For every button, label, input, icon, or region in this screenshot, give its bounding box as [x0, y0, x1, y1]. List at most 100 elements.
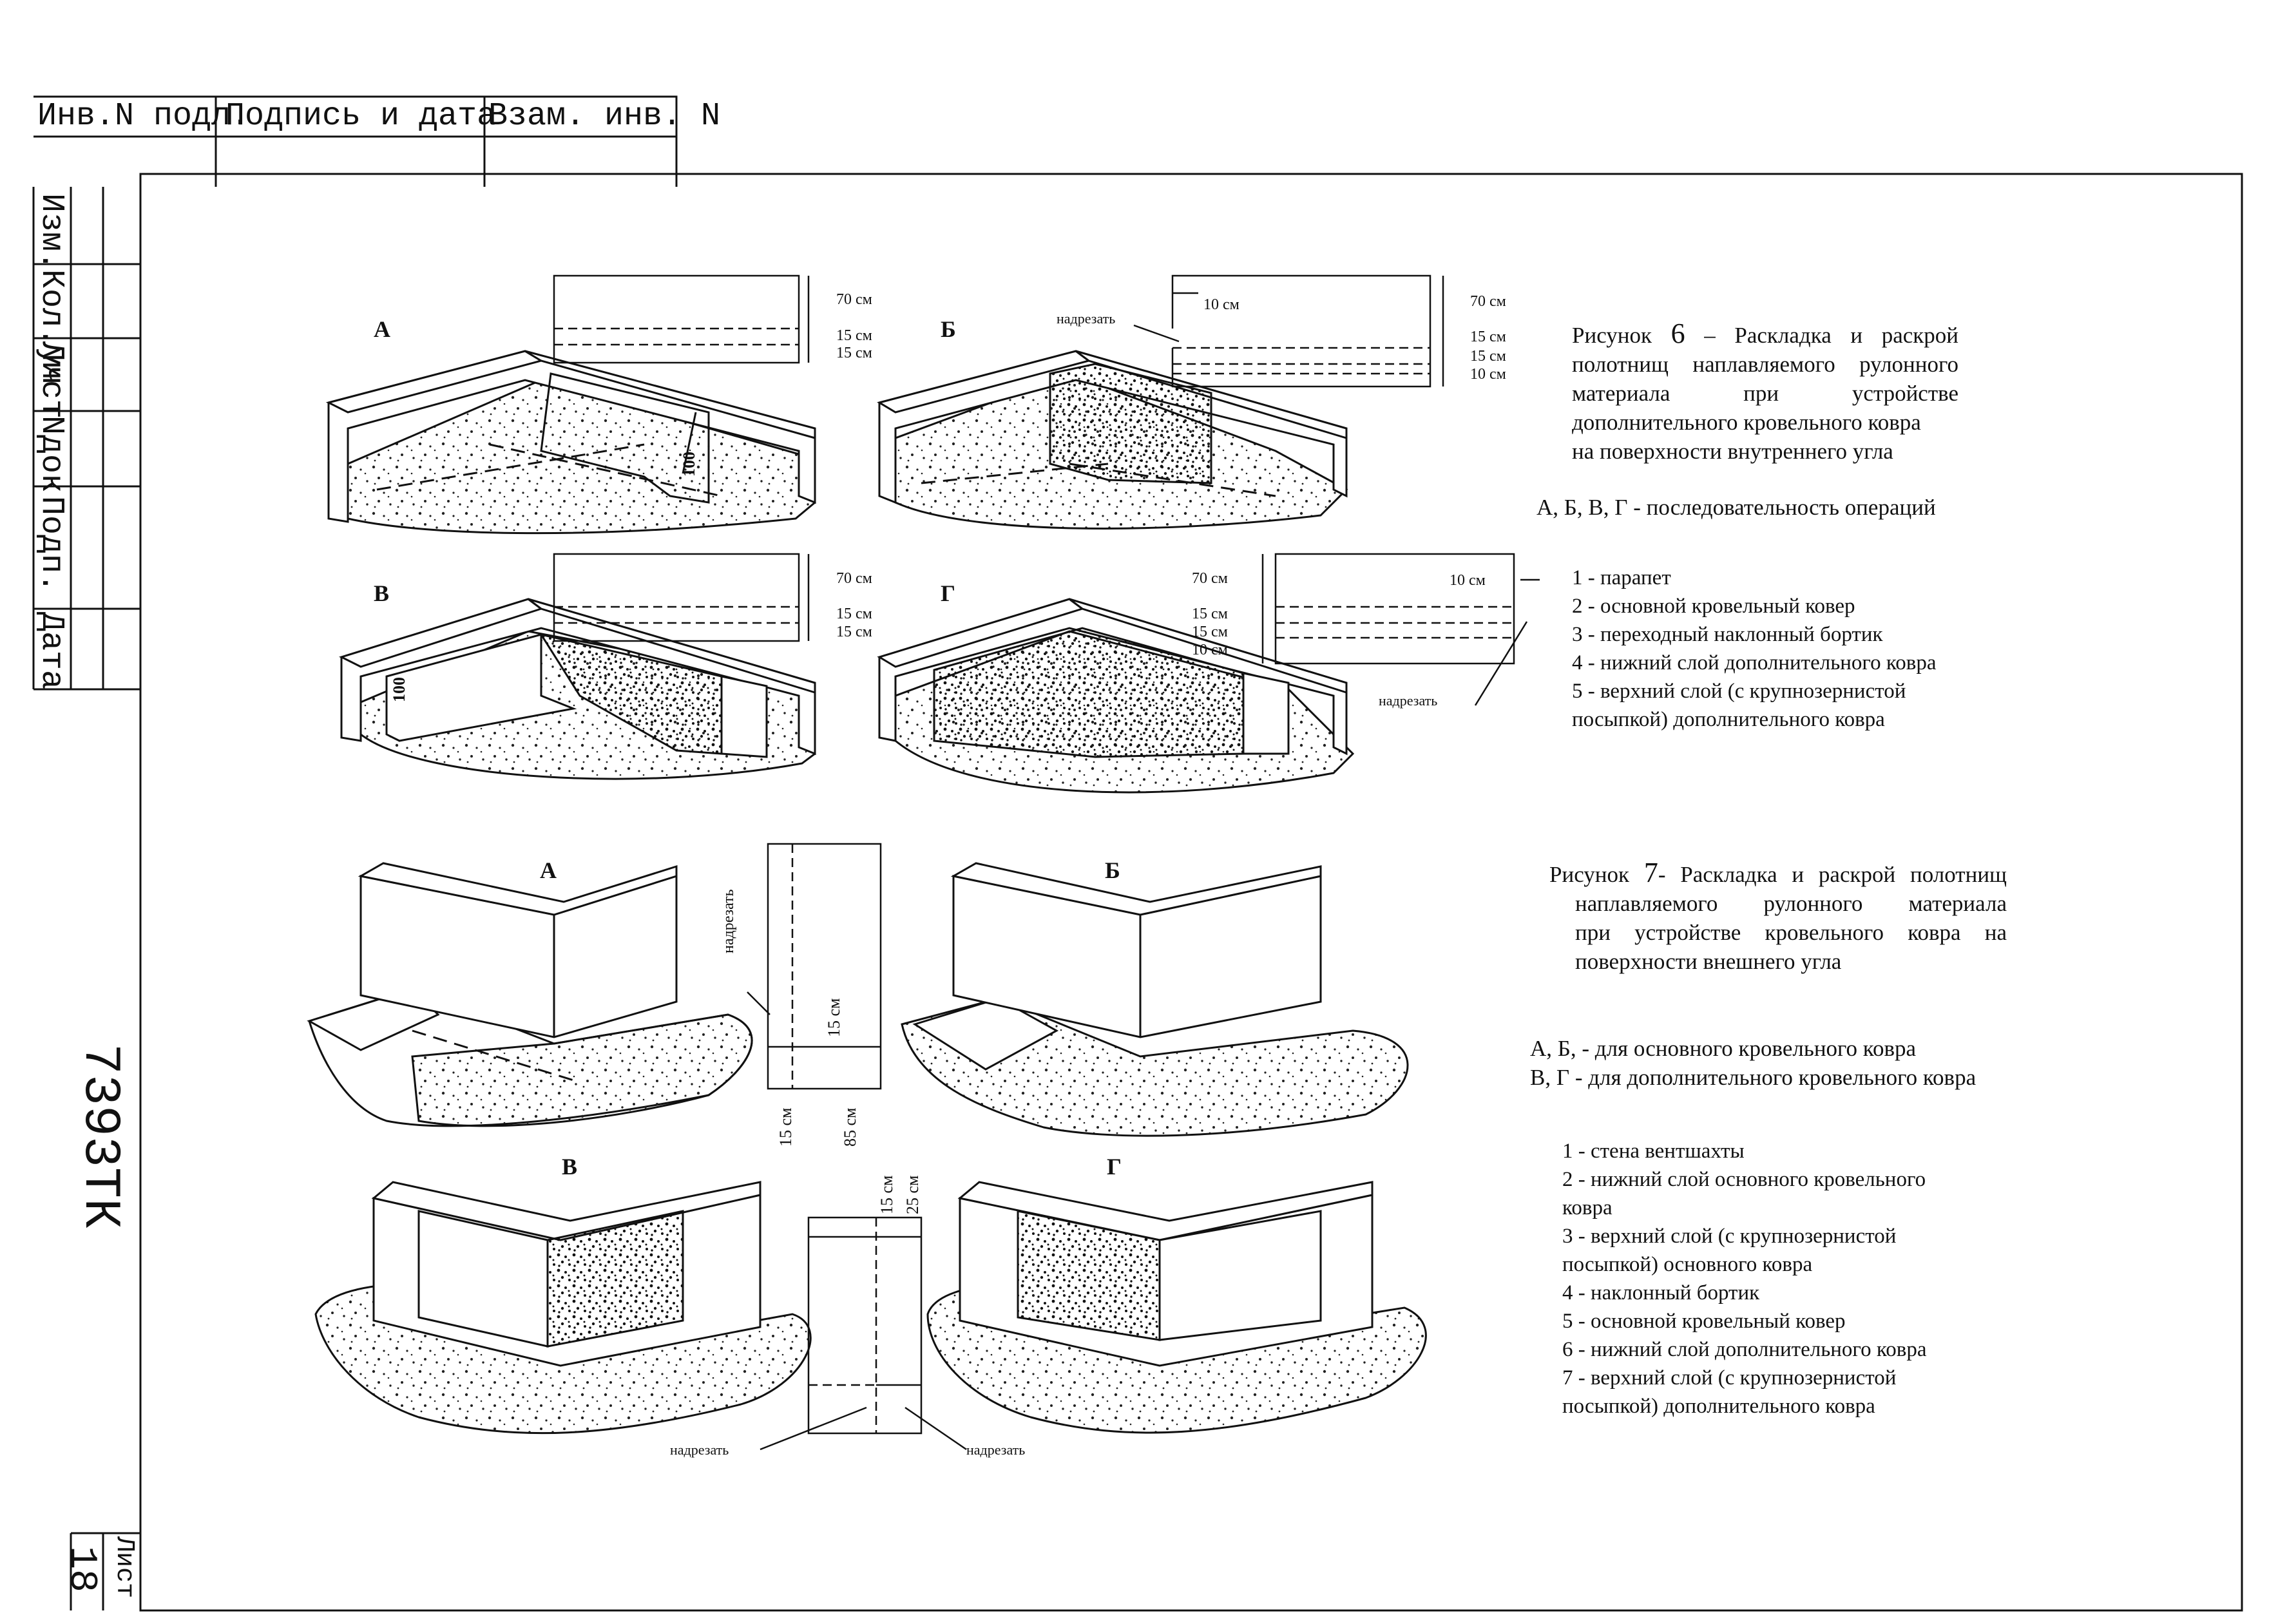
- fig6-legend-item: 5 - верхний слой (с крупнозернистой: [1572, 680, 1906, 703]
- side-col-podp: Подп.: [33, 496, 70, 593]
- drawing-frame: [139, 173, 2243, 1612]
- fig7-legend-item: 1 - стена вентшахты: [1562, 1140, 1745, 1163]
- fig7-caption-line: наплавляемого рулонного материала: [1575, 891, 2007, 916]
- fig6-sequence-note: А, Б, В, Г - последовательность операций: [1536, 495, 1936, 520]
- fig7-legend-item: 2 - нижний слой основного кровельного: [1562, 1168, 1926, 1191]
- fig6-panel-g-drawing: [877, 598, 1355, 794]
- fig7-legend-item: 6 - нижний слой дополнительного ковра: [1562, 1338, 1927, 1361]
- sheet-number: 18: [59, 1546, 103, 1593]
- fig6-v-dim-70: 70 см: [836, 570, 872, 587]
- fig7-sheet1-dim-15: 15 см: [776, 1107, 795, 1147]
- fig7-sheet2-cut-right: надрезать: [966, 1442, 1026, 1458]
- fig7-letter-v: В: [562, 1154, 578, 1180]
- fig6-panel-a-sheet: [553, 274, 810, 364]
- fig6-caption-line: материала при устройстве: [1572, 381, 1958, 406]
- fig6-panel-b-sheet: [1133, 274, 1444, 388]
- fig6-g-dim-15b: 15 см: [1192, 624, 1228, 640]
- fig7-legend-item: посыпкой) основного ковра: [1562, 1253, 1813, 1276]
- fig6-legend-item: 3 - переходный наклонный бортик: [1572, 623, 1883, 646]
- fig7-sheet1: [747, 843, 882, 1090]
- fig7-letter-a: А: [540, 857, 557, 883]
- fig7-sheet2: [760, 1216, 967, 1451]
- fig6-panel-v-drawing: [338, 598, 816, 780]
- fig6-a-dim-15b: 15 см: [836, 345, 872, 361]
- fig6-a-dim-15a: 15 см: [836, 327, 872, 344]
- side-col-data: Дата: [33, 612, 70, 690]
- fig6-caption: Рисунок 6 – Раскладка и раскрой полотнищ…: [1572, 319, 1958, 466]
- fig6-caption-prefix: Рисунок: [1572, 323, 1652, 348]
- fig6-g-dim-70: 70 см: [1192, 570, 1228, 587]
- fig7-sheet1-dim-inner: 15 см: [825, 998, 843, 1038]
- fig7-caption-line: - Раскладка и раскрой полотнищ: [1658, 862, 2007, 887]
- fig7-panel-b-drawing: [901, 862, 1409, 1137]
- fig7-letter-b: Б: [1105, 857, 1120, 883]
- fig6-b-cut: надрезать: [1057, 310, 1116, 327]
- fig6-legend-item: 2 - основной кровельный ковер: [1572, 595, 1855, 618]
- fig7-legend-item: 4 - наклонный бортик: [1562, 1281, 1760, 1304]
- fig7-panel-v-drawing: [314, 1181, 812, 1435]
- fig6-panel-a-drawing: [325, 350, 816, 535]
- doc-code: 7393ТК: [70, 1044, 129, 1230]
- fig7-legend-item: 3 - верхний слой (с крупнозернистой: [1562, 1225, 1897, 1248]
- fig6-caption-line: полотнищ наплавляемого рулонного: [1572, 352, 1958, 377]
- stamp-vzam-inv: Взам. инв. N: [488, 98, 721, 135]
- fig6-caption-num: 6: [1670, 318, 1685, 349]
- fig6-a-dim-100: 100: [680, 452, 698, 477]
- fig7-legend-item: ковра: [1562, 1196, 1613, 1219]
- fig6-letter-a: А: [374, 316, 390, 342]
- fig6-letter-b: Б: [941, 316, 956, 342]
- fig6-legend-item: посыпкой) дополнительного ковра: [1572, 708, 1885, 731]
- fig7-legend-item: 7 - верхний слой (с крупнозернистой: [1562, 1366, 1897, 1390]
- fig6-panel-v-sheet: [553, 553, 810, 642]
- fig6-panel-g-sheet: [1261, 553, 1540, 706]
- fig6-g-top-dim: 10 см: [1450, 572, 1486, 589]
- fig7-caption: Рисунок 7- Раскладка и раскрой полотнищ …: [1549, 858, 2007, 976]
- side-col-ndok: Nдок: [33, 416, 70, 493]
- fig6-b-top-dim: 10 см: [1203, 296, 1240, 313]
- fig7-sheet1-dim-85: 85 см: [841, 1107, 859, 1147]
- fig6-b-dim-15b: 15 см: [1470, 348, 1506, 365]
- fig6-legend-item: 4 - нижний слой дополнительного ковра: [1572, 651, 1937, 674]
- fig7-caption-num: 7: [1643, 857, 1658, 888]
- side-col-list: Лист: [33, 341, 70, 419]
- fig7-legend-item: 5 - основной кровельный ковер: [1562, 1310, 1846, 1333]
- fig7-panel-a-drawing: [307, 862, 753, 1127]
- fig7-caption-line: поверхности внешнего угла: [1575, 949, 1842, 974]
- fig7-legend: 1 - стена вентшахты 2 - нижний слой осно…: [1562, 1137, 1926, 1420]
- fig6-g-cut: надрезать: [1379, 693, 1438, 709]
- fig6-caption-line: на поверхности внутреннего угла: [1572, 439, 1893, 464]
- fig7-legend-item: посыпкой) дополнительного ковра: [1562, 1395, 1875, 1418]
- fig7-letter-g: Г: [1107, 1154, 1122, 1180]
- fig7-notes: А, Б, - для основного кровельного ковра …: [1530, 1034, 1976, 1092]
- fig6-v-dim-15a: 15 см: [836, 606, 872, 622]
- fig7-note: А, Б, - для основного кровельного ковра: [1530, 1036, 1917, 1061]
- fig6-caption-line: дополнительного кровельного ковра: [1572, 410, 1921, 435]
- fig6-a-dim-70: 70 см: [836, 291, 872, 308]
- fig6-b-dim-10: 10 см: [1470, 366, 1506, 383]
- fig6-panel-b-drawing: [877, 350, 1348, 530]
- stamp-podpis-data: Подпись и дата: [225, 98, 497, 135]
- fig7-caption-line: при устройстве кровельного ковра на: [1575, 920, 2007, 945]
- fig6-v-dim-15b: 15 см: [836, 624, 872, 640]
- fig6-b-dim-15a: 15 см: [1470, 329, 1506, 345]
- fig6-caption-line: – Раскладка и раскрой: [1704, 323, 1959, 348]
- side-col-izm: Изм.: [33, 193, 70, 271]
- fig6-letter-v: В: [374, 580, 390, 606]
- fig6-g-dim-15a: 15 см: [1192, 606, 1228, 622]
- fig6-g-dim-10: 10 см: [1192, 642, 1228, 658]
- stamp-inv-podl: Инв.N подл.: [37, 98, 251, 135]
- fig6-legend-item: 1 - парапет: [1572, 566, 1671, 589]
- fig7-caption-prefix: Рисунок: [1549, 862, 1630, 887]
- fig7-sheet2-dim-25: 25 см: [903, 1175, 922, 1215]
- fig6-legend: 1 - парапет 2 - основной кровельный кове…: [1572, 564, 1936, 734]
- fig7-sheet2-dim-15: 15 см: [877, 1175, 896, 1215]
- fig7-sheet1-cut: надрезать: [720, 889, 737, 953]
- fig7-sheet2-cut-left: надрезать: [670, 1442, 729, 1458]
- fig6-b-dim-70: 70 см: [1470, 293, 1506, 310]
- fig7-panel-g-drawing: [926, 1181, 1427, 1434]
- fig6-letter-g: Г: [941, 580, 955, 606]
- sheet-label: Лист: [110, 1536, 139, 1599]
- fig6-v-dim-100: 100: [390, 677, 408, 702]
- fig7-note: В, Г - для дополнительного кровельного к…: [1530, 1065, 1977, 1090]
